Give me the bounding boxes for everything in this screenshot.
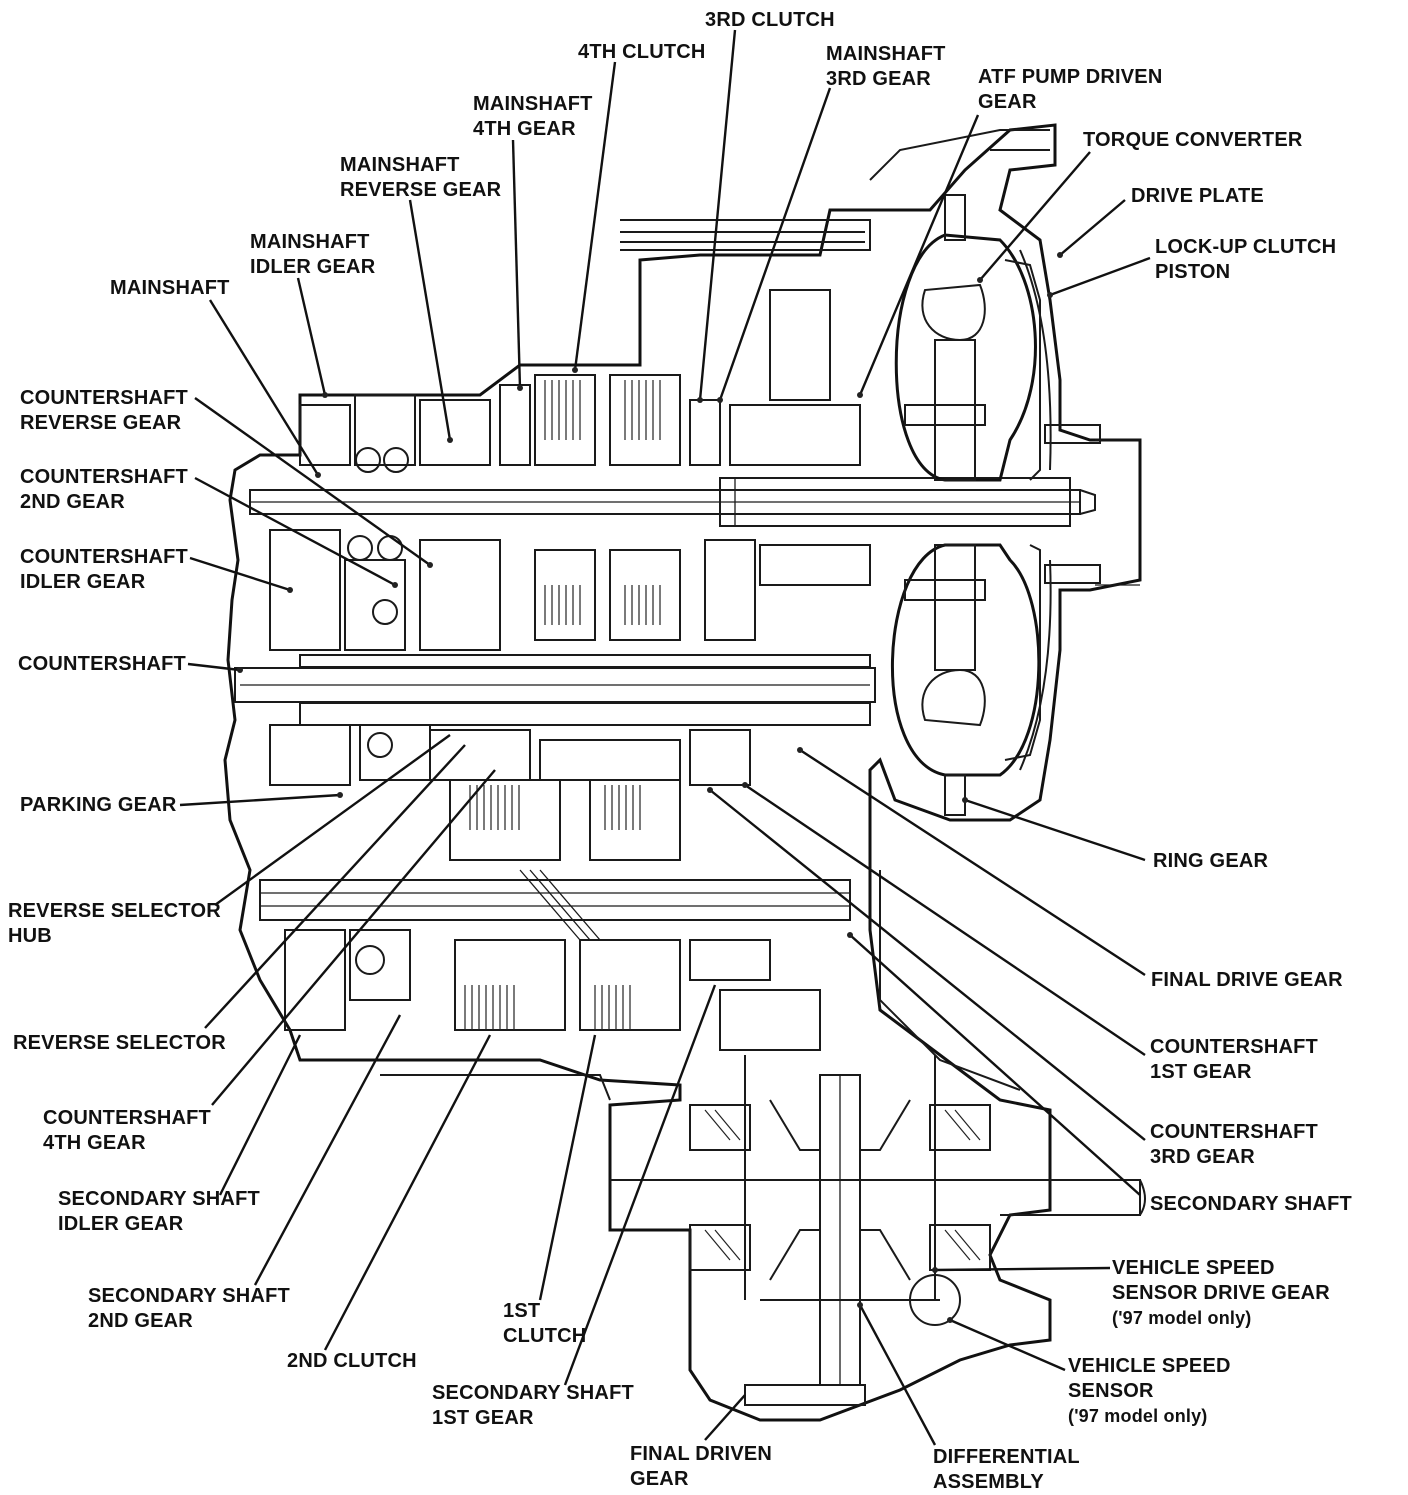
label-final-drive-gear: FINAL DRIVE GEAR <box>1151 969 1343 991</box>
label-ring-gear: RING GEAR <box>1153 850 1269 872</box>
transmission-housing <box>223 123 1146 1422</box>
label-countershaft: COUNTERSHAFT <box>18 653 186 675</box>
countershaft-assembly <box>234 654 876 861</box>
label-2nd-clutch: 2ND CLUTCH <box>287 1350 417 1372</box>
torque-converter <box>890 194 1140 816</box>
label-4th-clutch: 4TH CLUTCH <box>578 41 706 63</box>
label-mainshaft: MAINSHAFT <box>110 277 230 299</box>
label-torque-converter: TORQUE CONVERTER <box>1083 129 1303 151</box>
label-secondary-shaft: SECONDARY SHAFT <box>1150 1193 1352 1215</box>
label-3rd-clutch: 3RD CLUTCH <box>705 9 835 31</box>
label-drive-plate: DRIVE PLATE <box>1131 185 1264 207</box>
arrow-heads <box>237 252 1063 1323</box>
leader-lines <box>179 29 1151 1446</box>
differential-assembly-drawing <box>689 989 991 1406</box>
mainshaft-assembly <box>249 289 1096 651</box>
label-parking-gear: PARKING GEAR <box>20 794 177 816</box>
label-reverse-selector: REVERSE SELECTOR <box>13 1032 226 1054</box>
secondary-shaft-assembly <box>259 869 851 1031</box>
